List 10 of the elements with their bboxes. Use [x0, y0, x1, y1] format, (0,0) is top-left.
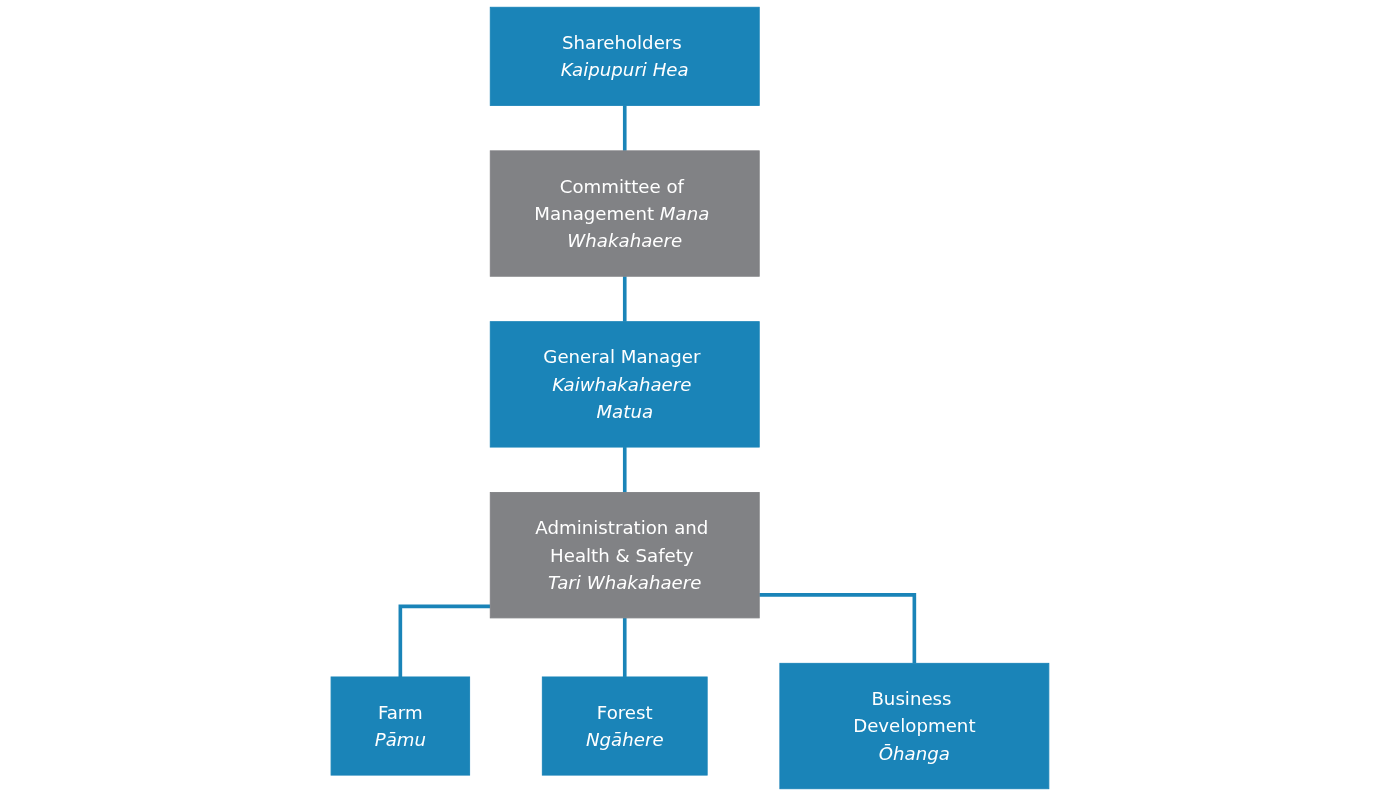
connector	[398, 604, 490, 677]
node-box: Shareholders Kaipupuri Hea	[489, 6, 760, 106]
connector	[758, 593, 916, 664]
node-box: General Manager Kaiwhakahaere Matua	[489, 321, 760, 448]
node-box: Forest Ngāhere	[541, 676, 708, 776]
node-box: Administration and Health & Safety Tari Whakahaere	[489, 492, 760, 619]
node-box: Business Development Ōhanga	[778, 662, 1049, 790]
node-box: Farm Pāmu	[330, 676, 470, 776]
node-box: Committee of Management Mana Whakahaere	[489, 150, 760, 277]
connector	[622, 616, 627, 677]
